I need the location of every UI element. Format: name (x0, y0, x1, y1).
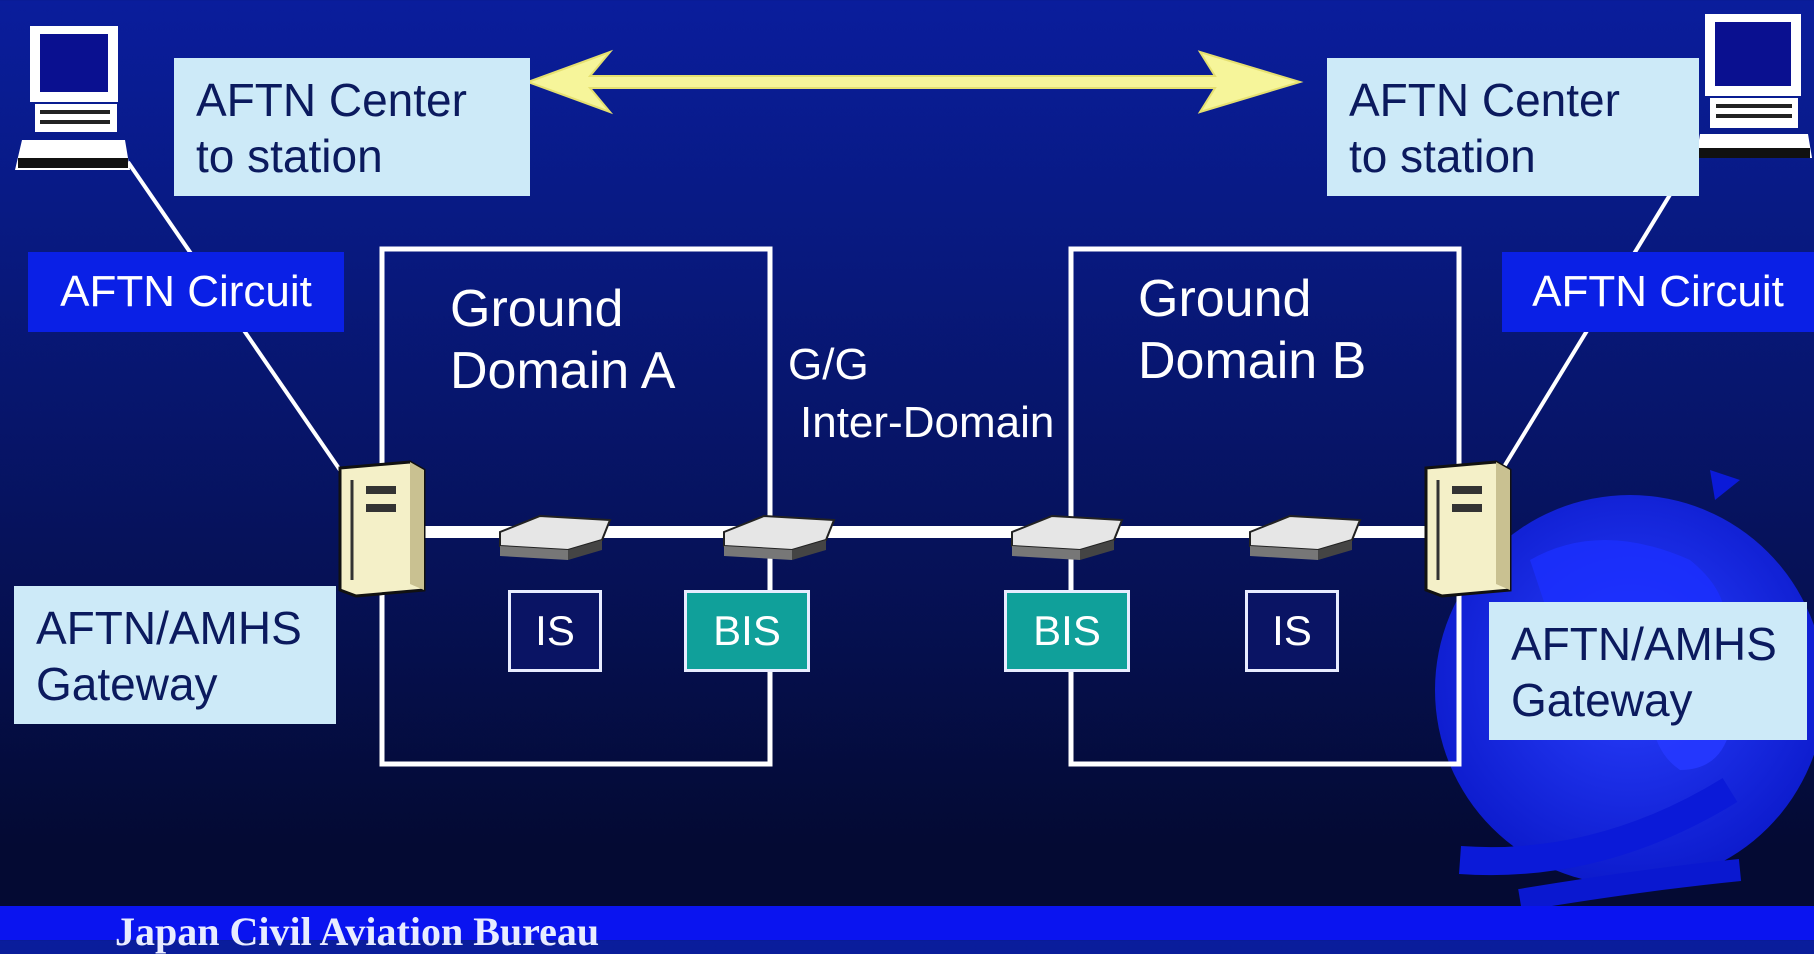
aftn-center-right-line2: to station (1349, 130, 1536, 182)
footer-organization: Japan Civil Aviation Bureau (115, 909, 600, 954)
gateway-left-line1: AFTN/AMHS (36, 602, 302, 654)
inter-domain-line2: Inter-Domain (800, 398, 1055, 447)
gateway-left-line2: Gateway (36, 658, 218, 710)
aftn-center-left-line2: to station (196, 130, 383, 182)
aftn-center-left-line1: AFTN Center (196, 74, 467, 126)
router-is-a-icon (499, 514, 612, 560)
gateway-right-line1: AFTN/AMHS (1511, 618, 1777, 670)
inter-domain-label: G/G Inter-Domain (788, 336, 1054, 452)
ground-domain-a-line2: Domain A (450, 342, 676, 400)
gateway-right-line2: Gateway (1511, 674, 1693, 726)
aftn-circuit-label-left: AFTN Circuit (28, 252, 344, 332)
gateway-label-left: AFTN/AMHS Gateway (14, 586, 336, 724)
gateway-label-right: AFTN/AMHS Gateway (1489, 602, 1807, 740)
ground-domain-b-line2: Domain B (1138, 332, 1367, 390)
ground-domain-a-line1: Ground (450, 280, 624, 338)
bis-node-a: BIS (684, 590, 810, 672)
ground-domain-a-label: Ground Domain A (450, 278, 675, 402)
aftn-circuit-label-right: AFTN Circuit (1502, 252, 1814, 332)
aftn-center-right-line1: AFTN Center (1349, 74, 1620, 126)
aftn-center-label-left: AFTN Center to station (174, 58, 530, 196)
router-is-b-icon (1249, 514, 1362, 560)
ground-domain-b-label: Ground Domain B (1138, 268, 1366, 392)
left-computer-icon (15, 26, 130, 170)
double-arrow (525, 49, 1304, 115)
router-bis-b-icon (1011, 514, 1124, 560)
right-computer-icon (1696, 14, 1812, 158)
inter-domain-line1: G/G (788, 340, 869, 389)
aftn-center-label-right: AFTN Center to station (1327, 58, 1699, 196)
ground-domain-b-line1: Ground (1138, 270, 1312, 328)
is-node-a: IS (508, 590, 602, 672)
right-gateway-server-icon (1424, 460, 1512, 598)
is-node-b: IS (1245, 590, 1339, 672)
left-gateway-server-icon (338, 460, 426, 598)
footer-bar (0, 906, 1814, 940)
bis-node-b: BIS (1004, 590, 1130, 672)
router-bis-a-icon (723, 514, 836, 560)
